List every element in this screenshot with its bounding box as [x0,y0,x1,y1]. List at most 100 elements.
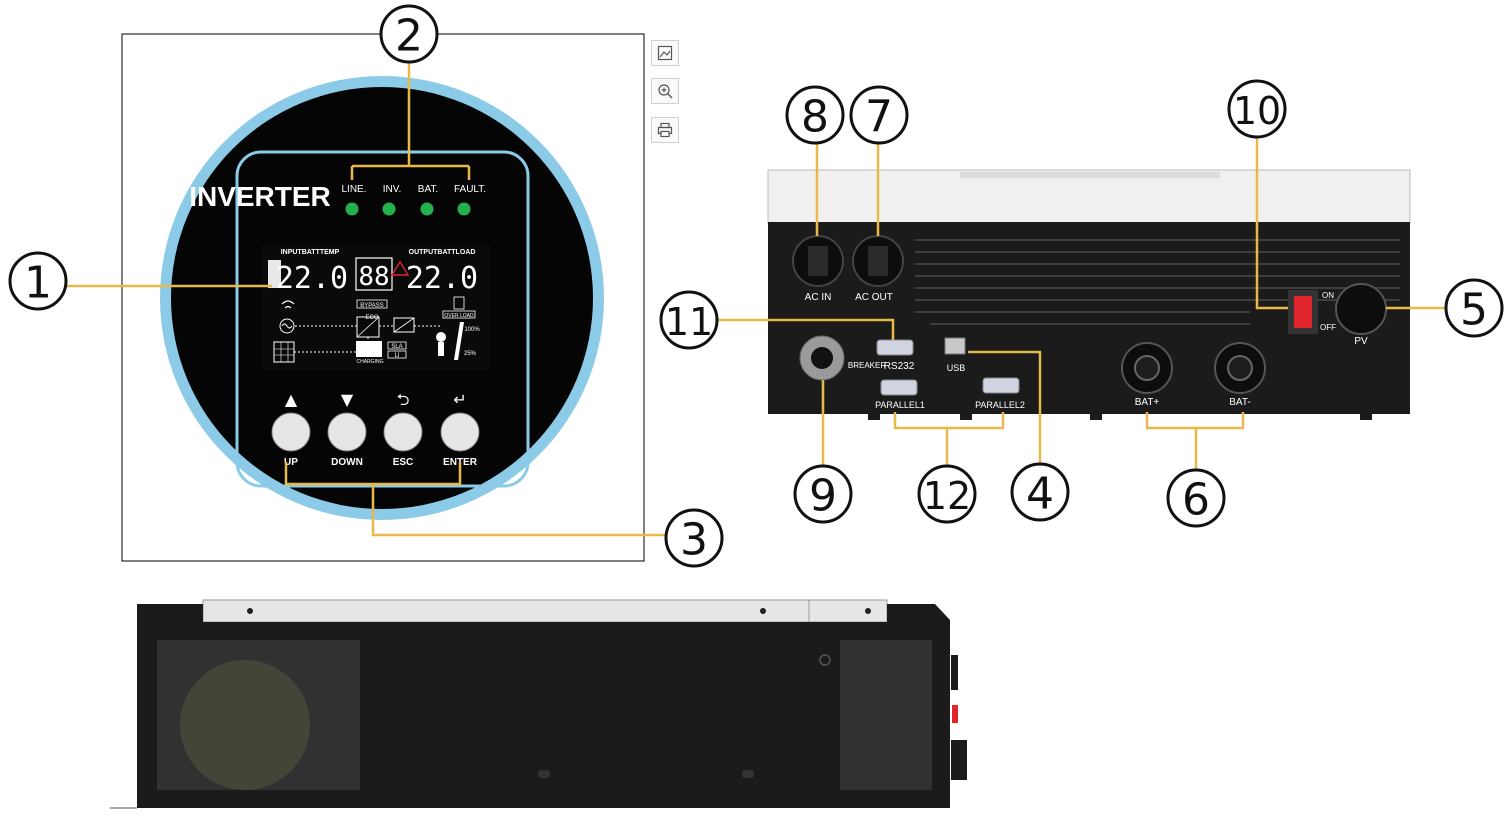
led-fault [457,202,471,216]
lcd-overload-box [442,310,476,319]
esc-button[interactable] [383,412,423,452]
callout-5: 5 [1460,285,1488,336]
front-bezel [235,150,530,488]
callout-4-circle [1010,462,1070,522]
image-icon-glyph [657,45,673,61]
leader-6 [1145,412,1245,472]
ac-in-port-inner [808,246,828,276]
battery-icon [356,341,382,357]
switch-on-label: ON [1322,291,1334,300]
side-view [110,599,967,809]
breaker-label: BREAKER [848,361,886,370]
lcd-pct100: 100% [464,327,480,333]
mute-icon [453,296,465,310]
lcd-mode-labels [268,260,281,288]
down-button[interactable] [327,412,367,452]
esc-arrow-icon: ⮌ [397,390,410,409]
rear-foot-4 [1360,414,1372,420]
callout-8-circle [785,85,845,145]
lcd-right-value: 22.0 [406,261,478,296]
side-terminal-edge [951,740,967,780]
image-icon[interactable] [651,40,679,66]
esc-button-label: ESC [393,457,414,468]
side-screw-1 [247,608,253,614]
sine-icon [281,323,293,329]
callout-10: 10 [1233,89,1281,133]
callout-7-circle [849,85,909,145]
lcd-left-value: 22.0 [276,261,348,296]
warning-icon [390,260,410,276]
side-screw-3 [865,608,871,614]
side-top-cover-end [808,599,888,623]
led-bat [420,202,434,216]
up-button[interactable] [271,412,311,452]
lcd-left-header: INPUTBATTTEMP [281,249,340,256]
rear-foot-1 [868,414,880,420]
side-vent-grille [840,640,932,790]
charger-diag [393,317,415,333]
side-screw-2 [760,608,766,614]
enter-arrow-icon: ↵ [453,390,466,409]
callout-7: 7 [865,92,893,143]
brand-label: INVERTER [189,181,331,212]
flow-lines [294,325,440,353]
callout-8: 8 [801,92,829,143]
zoom-in-icon-glyph [658,84,673,99]
up-button-label: UP [284,457,298,468]
enter-button[interactable] [440,412,480,452]
callout-3-circle [664,508,724,568]
rear-vents [915,239,1400,325]
switch-off-label: OFF [1320,323,1336,332]
bat-plus-label: BAT+ [1135,397,1160,408]
ac-out-port-inner [868,246,888,276]
leader-11 [715,318,895,340]
solar-grid-icon [274,342,294,362]
down-button-label: DOWN [331,457,363,468]
bat-minus-inner [1227,355,1253,381]
callout-1-circle [8,251,68,311]
lcd-bypass-box [356,299,388,309]
side-bolt [819,654,831,666]
fan-icon [180,660,310,790]
print-icon-glyph [657,122,673,138]
callout-1: 1 [24,258,52,309]
print-icon[interactable] [651,117,679,143]
led-inv [382,202,396,216]
parallel2-port [982,377,1020,394]
lcd-pct25: 25% [464,351,477,357]
pv-label: PV [1354,336,1368,347]
load-bulb-base [438,342,444,356]
power-switch[interactable] [1294,296,1312,328]
ac-in-label: AC IN [805,292,832,303]
callout-2-circle [379,4,439,64]
led-label-fault: FAULT. [454,184,486,195]
charger-icon [393,317,415,333]
callout-5-circle [1444,278,1504,338]
lcd-right-header: OUTPUTBATTLOAD [409,249,476,256]
parallel1-port [880,379,918,396]
callout-12: 12 [923,474,971,518]
led-label-line: LINE. [341,184,366,195]
lcd-charging: CHARGING [357,359,384,365]
down-arrow-icon: ▼ [341,390,354,409]
side-switch-edge [951,655,958,690]
led-line [345,202,359,216]
callout-4: 4 [1026,469,1054,520]
callouts: 1 2 3 4 5 6 7 8 9 10 11 12 [8,4,1504,568]
parallel2-label: PARALLEL2 [975,400,1025,410]
front-panel: INVERTER LINE. INV. BAT. FAULT. INPUTBAT… [121,33,645,562]
lcd-overload: OVER LOAD [444,313,474,319]
rear-foot-2 [960,414,972,420]
pv-port [1335,283,1387,335]
side-slot-2 [742,770,754,778]
zoom-in-icon[interactable] [651,78,679,104]
usb-port [944,337,966,355]
load-bulb-icon [436,332,446,342]
led-label-inv: INV. [383,184,402,195]
callout-9: 9 [809,471,837,522]
ac-source-icon [279,318,295,334]
lcd-sla-box [387,341,407,350]
callout-10-circle [1227,79,1287,139]
callout-6: 6 [1182,475,1210,526]
rs232-port [876,339,914,356]
